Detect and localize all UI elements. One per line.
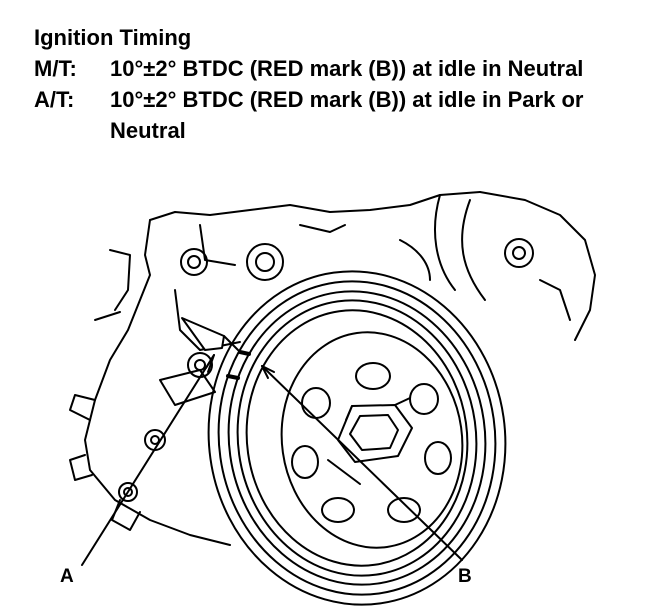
block-bolts (118, 238, 534, 502)
spec-row-at: A/T: 10°±2° BTDC (RED mark (B)) at idle … (34, 84, 610, 146)
ignition-timing-spec: Ignition Timing M/T: 10°±2° BTDC (RED ma… (34, 22, 610, 146)
crankshaft-pulley-icon (207, 270, 507, 606)
timing-pointer-icon (181, 317, 239, 351)
timing-marks (226, 350, 251, 380)
engine-block (69, 191, 596, 546)
at-value: 10°±2° BTDC (RED mark (B)) at idle in Pa… (110, 87, 584, 143)
mt-value: 10°±2° BTDC (RED mark (B)) at idle in Ne… (110, 56, 584, 81)
at-label: A/T: (34, 87, 75, 112)
spec-row-mt: M/T: 10°±2° BTDC (RED mark (B)) at idle … (34, 53, 610, 84)
mt-label: M/T: (34, 56, 77, 81)
leader-lines (81, 354, 463, 566)
callout-a: A (60, 566, 74, 587)
callout-b: B (458, 566, 472, 587)
spec-title: Ignition Timing (34, 25, 192, 50)
